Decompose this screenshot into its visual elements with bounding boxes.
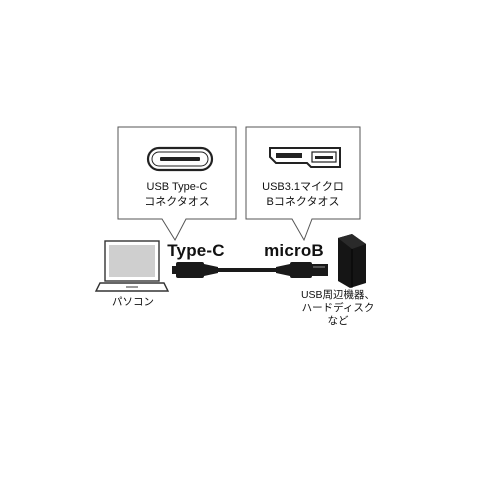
microb-connector-face-icon — [269, 147, 341, 168]
typec-label: Type-C — [167, 241, 225, 260]
microb-callout-line1: USB3.1マイクロ — [262, 181, 344, 193]
pc-label: パソコン — [112, 296, 154, 308]
hard-disk-icon — [338, 234, 366, 288]
device-label-line3: など — [327, 315, 349, 327]
device-label-line1: USB周辺機器、 — [300, 289, 376, 301]
typec-connector-face-icon — [146, 146, 214, 172]
typec-callout-line1: USB Type-C — [146, 181, 208, 193]
microb-callout-line2: Bコネクタオス — [266, 196, 340, 208]
device-label: USB周辺機器、 ハードディスク など — [296, 289, 380, 328]
device-label-line2: ハードディスク — [301, 302, 375, 314]
laptop-icon — [94, 240, 170, 292]
microb-label: microB — [264, 241, 324, 260]
microb-callout-label: USB3.1マイクロ Bコネクタオス — [246, 180, 360, 210]
usb-cable — [172, 262, 328, 278]
typec-callout-line2: コネクタオス — [144, 196, 210, 208]
typec-callout-label: USB Type-C コネクタオス — [118, 180, 236, 210]
